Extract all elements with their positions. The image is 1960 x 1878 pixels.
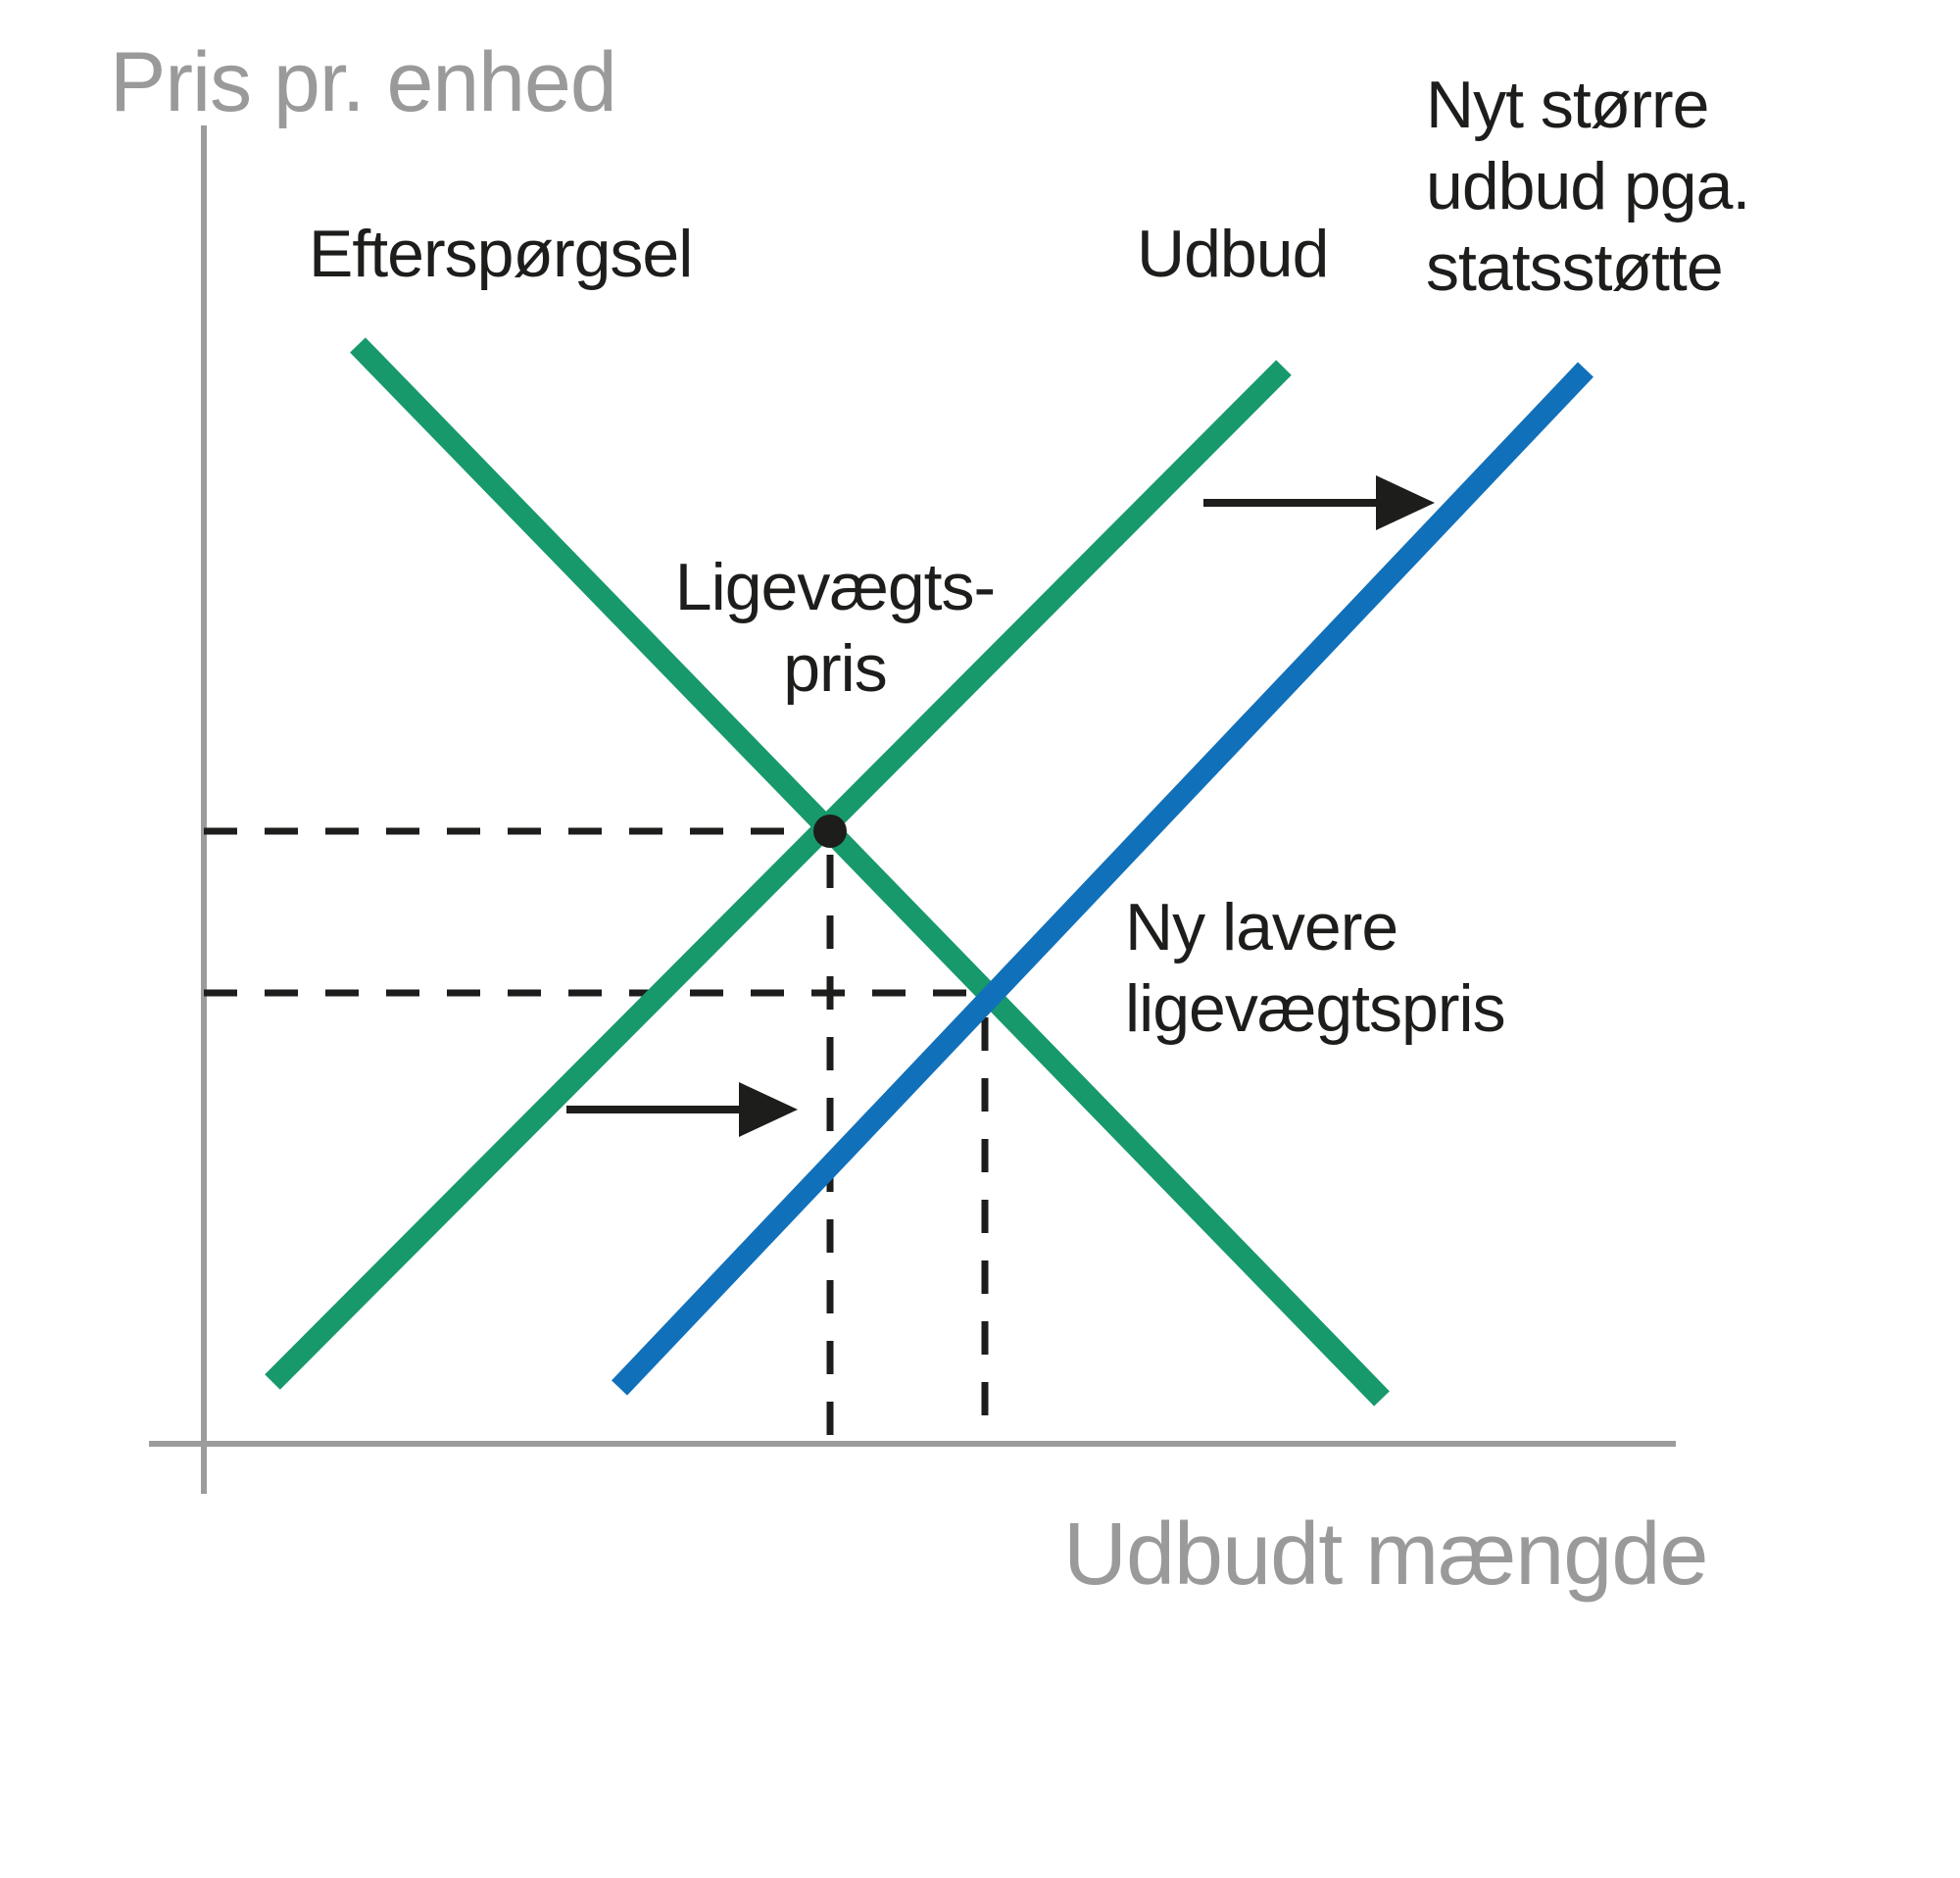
- y-axis-label: Pris pr. enhed: [110, 35, 617, 129]
- supply-shift-arrow-upper: [1203, 475, 1435, 530]
- x-axis-label: Udbudt mængde: [1063, 1506, 1708, 1604]
- arrow-head-icon: [1376, 475, 1435, 530]
- demand-curve: [350, 337, 1390, 1407]
- new-supply-curve: [612, 362, 1593, 1396]
- supply-shift-arrow-lower: [566, 1082, 798, 1137]
- new-supply-curve-label: Nyt større udbud pga. statsstøtte: [1426, 68, 1750, 305]
- demand-curve-label: Efterspørgsel: [309, 217, 693, 291]
- equilibrium-point-dot: [813, 815, 847, 848]
- dashed-guides-group: [204, 827, 989, 1441]
- arrow-head-icon: [739, 1082, 798, 1137]
- equilibrium-price-label: Ligevægts- pris: [674, 550, 996, 706]
- supply-curve-label: Udbud: [1137, 217, 1329, 291]
- new-equilibrium-price-label: Ny lavere ligevægtspris: [1125, 890, 1506, 1046]
- supply-curve: [265, 360, 1292, 1390]
